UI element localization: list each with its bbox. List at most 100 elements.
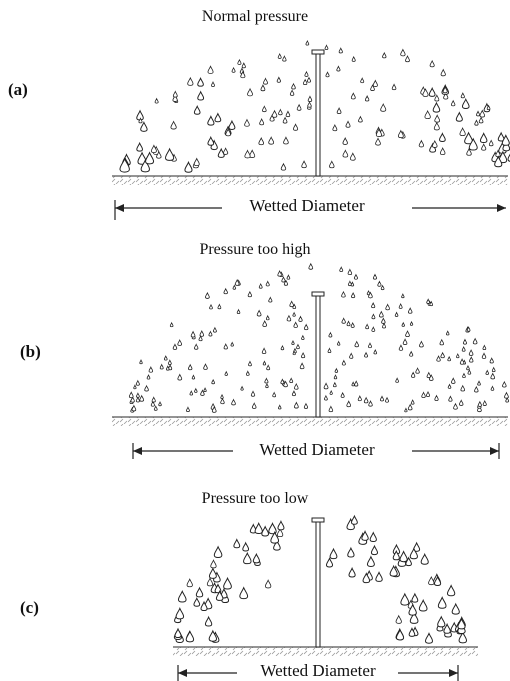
water-drop-icon bbox=[395, 628, 405, 641]
water-drop-icon bbox=[258, 282, 263, 289]
water-drop-icon bbox=[460, 384, 466, 392]
water-drop-icon bbox=[400, 592, 410, 606]
water-drop-icon bbox=[140, 121, 148, 132]
water-drop-icon bbox=[497, 131, 505, 142]
water-drop-icon bbox=[158, 401, 162, 407]
water-drop-icon bbox=[324, 44, 329, 50]
water-drop-icon bbox=[399, 550, 408, 563]
water-drop-icon bbox=[175, 607, 185, 620]
water-drop-icon bbox=[140, 158, 150, 173]
water-drop-icon bbox=[236, 308, 241, 315]
water-drop-icon bbox=[389, 564, 398, 577]
water-drop-icon bbox=[282, 55, 287, 62]
water-drop-icon bbox=[494, 155, 503, 168]
water-drop-icon bbox=[486, 104, 491, 111]
water-drop-icon bbox=[370, 544, 378, 556]
water-drop-icon bbox=[301, 351, 306, 359]
water-drop-icon bbox=[347, 546, 355, 558]
water-drop-icon bbox=[362, 572, 371, 584]
water-drop-icon bbox=[368, 291, 373, 299]
water-drop-icon bbox=[394, 311, 399, 317]
water-drop-icon bbox=[354, 340, 359, 348]
panel-c-label: (c) bbox=[20, 598, 39, 617]
water-drop-icon bbox=[425, 632, 433, 644]
water-drop-icon bbox=[150, 144, 157, 154]
water-drop-icon bbox=[248, 360, 252, 367]
water-drop-icon bbox=[186, 406, 190, 413]
water-drop-icon bbox=[187, 76, 194, 86]
water-drop-icon bbox=[461, 345, 466, 352]
water-drop-icon bbox=[262, 105, 267, 113]
water-drop-icon bbox=[450, 99, 456, 107]
water-drop-icon bbox=[443, 622, 451, 634]
water-drop-icon bbox=[446, 330, 450, 336]
water-drop-icon bbox=[459, 358, 465, 365]
water-drop-icon bbox=[231, 66, 236, 73]
water-drop-icon bbox=[451, 377, 456, 384]
water-drop-icon bbox=[349, 152, 356, 161]
water-drop-icon bbox=[504, 391, 509, 399]
water-drop-icon bbox=[466, 326, 471, 332]
water-drop-icon bbox=[391, 83, 397, 91]
water-drop-icon bbox=[434, 394, 439, 401]
water-drop-icon bbox=[482, 344, 487, 351]
water-drop-icon bbox=[409, 320, 414, 326]
water-drop-icon bbox=[242, 541, 250, 552]
water-drop-icon bbox=[360, 77, 365, 84]
water-drop-icon bbox=[211, 378, 215, 385]
water-drop-icon bbox=[276, 527, 284, 538]
panel-a-title: Normal pressure bbox=[201, 8, 309, 25]
water-drop-icon bbox=[139, 359, 143, 365]
water-drop-icon bbox=[392, 549, 400, 561]
water-drop-icon bbox=[266, 364, 271, 371]
water-drop-icon bbox=[434, 94, 440, 102]
water-drop-icon bbox=[301, 160, 307, 169]
water-drop-icon bbox=[342, 136, 348, 145]
water-drop-icon bbox=[398, 302, 403, 309]
water-drop-icon bbox=[262, 360, 267, 366]
water-drop-icon bbox=[437, 596, 447, 609]
water-drop-icon bbox=[350, 321, 355, 328]
water-drop-icon bbox=[163, 355, 168, 361]
water-drop-icon bbox=[329, 547, 338, 560]
water-drop-icon bbox=[209, 303, 213, 310]
water-drop-icon bbox=[293, 321, 298, 328]
water-drop-icon bbox=[151, 396, 156, 403]
water-drop-icon bbox=[203, 363, 208, 370]
water-drop-icon bbox=[263, 77, 268, 85]
water-drop-icon bbox=[380, 284, 385, 291]
panel-b-dimension-label: Wetted Diameter bbox=[254, 440, 380, 460]
water-drop-icon bbox=[429, 374, 434, 381]
water-drop-icon bbox=[119, 157, 130, 173]
water-drop-icon bbox=[205, 291, 210, 299]
water-drop-icon bbox=[418, 598, 428, 612]
water-drop-icon bbox=[457, 617, 466, 630]
water-drop-icon bbox=[451, 602, 460, 615]
water-drop-icon bbox=[289, 377, 294, 384]
water-drop-icon bbox=[286, 274, 291, 280]
water-drop-icon bbox=[379, 395, 385, 402]
sprinkler-layer bbox=[311, 49, 325, 648]
water-drop-icon bbox=[345, 120, 351, 128]
water-drop-icon bbox=[351, 291, 356, 299]
water-drop-icon bbox=[165, 365, 170, 371]
panel-a-dimension-label: Wetted Diameter bbox=[244, 196, 370, 216]
water-drop-icon bbox=[293, 123, 299, 131]
water-drop-icon bbox=[476, 110, 481, 117]
water-drop-icon bbox=[364, 351, 368, 358]
water-drop-icon bbox=[272, 391, 277, 398]
water-drop-icon bbox=[189, 390, 194, 396]
water-drop-icon bbox=[420, 552, 429, 565]
water-drop-icon bbox=[377, 280, 382, 287]
water-drop-icon bbox=[271, 109, 278, 118]
water-drop-icon bbox=[329, 389, 333, 395]
water-drop-icon bbox=[233, 538, 241, 549]
water-drop-icon bbox=[232, 284, 237, 290]
water-drop-icon bbox=[407, 403, 413, 411]
water-drop-icon bbox=[283, 380, 288, 388]
water-drop-icon bbox=[252, 552, 260, 564]
water-drop-icon bbox=[325, 557, 334, 568]
water-drop-icon bbox=[433, 121, 440, 131]
water-drop-icon bbox=[341, 359, 346, 366]
water-drop-icon bbox=[197, 76, 204, 87]
